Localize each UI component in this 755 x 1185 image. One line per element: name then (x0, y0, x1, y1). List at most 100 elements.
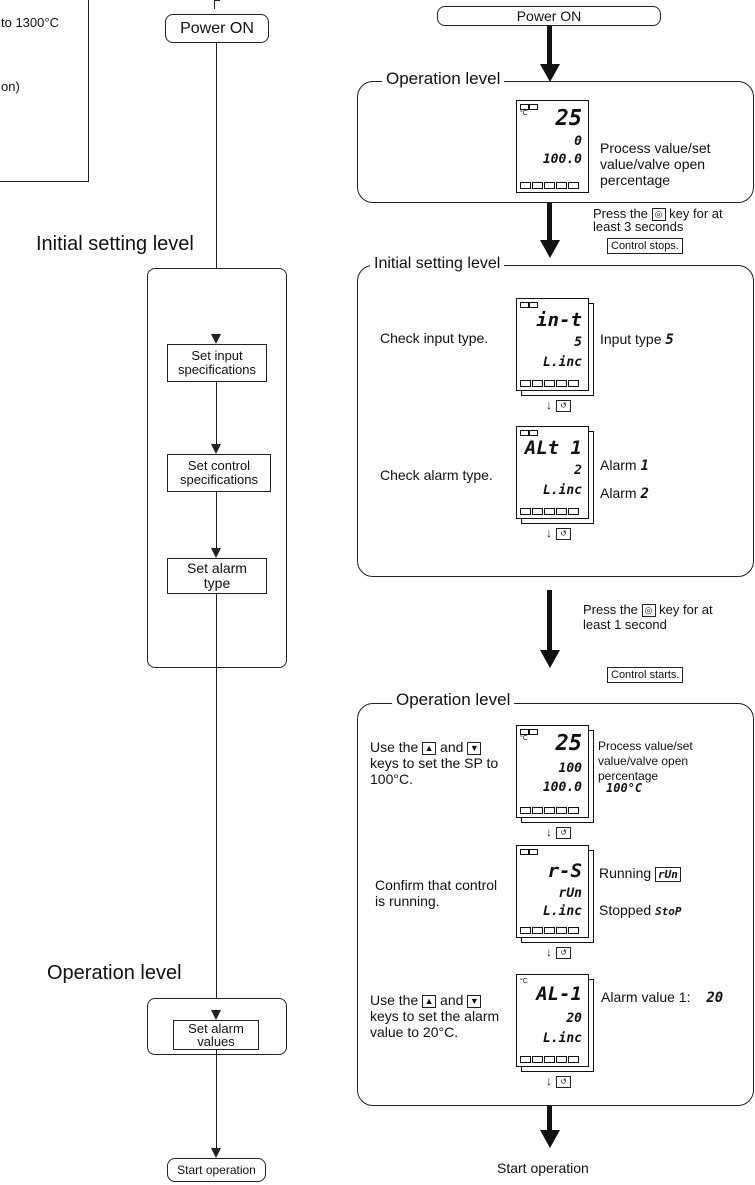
op2-s3-label: Use the ▲ and ▼ keys to set the alarm va… (370, 992, 510, 1040)
op2-s3-unit: °C (520, 978, 528, 985)
op2-s1-label-before: Use the (370, 739, 419, 755)
set-alarm-type-label: Set alarm type (187, 560, 247, 591)
is1-indicator (520, 302, 529, 308)
op1-buttons (520, 182, 579, 189)
left-flow-line-3 (216, 492, 217, 550)
op2-s2-buttons (520, 927, 579, 934)
big-arrow-1-shaft (547, 26, 552, 70)
op2-s1-label-mid: and (440, 739, 464, 755)
spec-box: to 1300°C on) (0, 0, 89, 182)
transition-1-text: Press the ◎ key for at (593, 206, 723, 222)
op1-unit: °C (520, 110, 528, 117)
operation-level-1-title: Operation level (382, 69, 505, 89)
op2-s2-lcd: r-S rUn L.inc (516, 845, 589, 938)
op2-s1-line2: 100 (558, 761, 582, 776)
op2-s1-value: 100°C (606, 781, 643, 795)
spec-line-1: to 1300°C (1, 15, 59, 30)
op2-s2-line2: rUn (558, 886, 582, 901)
op1-line2: 0 (574, 134, 582, 149)
arrow-to-set-control (211, 444, 221, 454)
control-starts-badge: Control starts. (607, 667, 684, 683)
op2-s3-label-before: Use the (370, 992, 419, 1008)
transition-1-after: least 3 seconds (593, 219, 684, 234)
left-flow-line (216, 43, 217, 337)
arrow-to-start-operation (211, 1148, 221, 1158)
is2-line1: ALt 1 (524, 437, 582, 459)
op2-s3-line1: AL-1 (536, 983, 582, 1005)
op2-s2-running-text: Running (599, 865, 652, 881)
big-arrow-1-head (540, 64, 560, 82)
down-key-icon: ▼ (467, 741, 482, 755)
top-connector (214, 0, 220, 9)
op2-s2-line3: L.inc (542, 904, 582, 919)
mode-key-icon: ↺ (556, 827, 571, 839)
op2-s3-lcd: °C AL-1 20 L.inc (516, 974, 589, 1067)
is2-right-1-value: 1 (640, 458, 649, 474)
op2-s2-stopped: Stopped StoP (599, 903, 682, 919)
up-key-icon: ▲ (422, 994, 437, 1008)
left-operation-level: Operation level (47, 962, 182, 984)
up-key-icon: ▲ (422, 741, 437, 755)
mode-key-icon: ↺ (556, 1076, 571, 1088)
is1-line2: 5 (574, 335, 582, 350)
set-control-box: Set control specifications (167, 454, 271, 492)
op2-s2-indicator (520, 849, 529, 855)
op2-s1-label: Use the ▲ and ▼ keys to set the SP to 10… (370, 739, 510, 787)
right-power-on-label: Power ON (516, 8, 582, 24)
is2-lcd: ALt 1 2 L.inc (516, 426, 589, 519)
transition-1-after-a: key for at (669, 206, 723, 221)
op2-s2-running: Running rUn (599, 866, 681, 882)
op2-s1-buttons (520, 807, 579, 814)
op1-lcd: °C 25 0 100.0 (516, 100, 589, 193)
op2-s3-desc-text: Alarm value 1: (601, 989, 691, 1005)
arrow-to-set-alarm-values (211, 1010, 221, 1020)
op1-desc: Process value/set value/valve open perce… (600, 140, 711, 188)
is2-right-2: Alarm 2 (600, 486, 649, 502)
op2-s3-label-after: keys to set the alarm value to 20°C. (370, 1008, 500, 1040)
big-arrow-4-shaft (547, 1106, 552, 1136)
big-arrow-3-shaft (547, 590, 552, 652)
is1-buttons (520, 380, 579, 387)
spec-line-2: on) (1, 79, 20, 94)
big-arrow-4-head (540, 1130, 560, 1148)
op2-s2-running-value: rUn (655, 867, 681, 882)
left-flow-line-4 (216, 594, 217, 1010)
op2-s1-unit: °C (520, 735, 528, 742)
is1-label: Check input type. (380, 330, 489, 346)
left-initial-setting-level: Initial setting level (36, 233, 194, 255)
down-key-icon: ▼ (467, 994, 482, 1008)
op2-arrow-3: ↓ (546, 1074, 552, 1088)
is1-line1: in-t (536, 309, 582, 331)
left-flow-line-2 (216, 382, 217, 446)
op2-s1-lcd: °C 25 100 100.0 (516, 725, 589, 818)
left-start-operation-box: Start operation (167, 1158, 266, 1182)
op2-s2-label: Confirm that control is running. (375, 877, 498, 909)
op2-s3-line2: 20 (566, 1011, 582, 1026)
op2-s1-indicator-2 (529, 729, 538, 735)
set-control-label: Set control specifications (179, 458, 259, 487)
mode-key-icon: ↺ (556, 528, 571, 540)
op1-indicator (520, 104, 529, 110)
op2-s3-desc: Alarm value 1: 20 (601, 990, 723, 1006)
op2-s1-label-after: keys to set the SP to 100°C. (370, 755, 499, 787)
is2-label: Check alarm type. (380, 467, 493, 483)
left-start-operation-label: Start operation (177, 1163, 256, 1177)
set-alarm-values-label: Set alarm values (188, 1021, 244, 1049)
is-arrow-1: ↓ (546, 398, 552, 412)
op1-line3: 100.0 (542, 152, 582, 167)
is1-indicator-2 (529, 302, 538, 308)
is2-indicator-2 (529, 430, 538, 436)
operation-level-2-title: Operation level (392, 690, 515, 710)
is2-line3: L.inc (542, 483, 582, 498)
left-power-on-box: Power ON (165, 14, 269, 43)
big-arrow-3-head (540, 650, 560, 668)
op2-s2-stopped-value: StoP (655, 905, 682, 918)
arrow-to-set-input (211, 334, 221, 344)
op2-s3-line3: L.inc (542, 1031, 582, 1046)
is2-right-2-text: Alarm (600, 485, 637, 501)
is1-lcd: in-t 5 L.inc (516, 298, 589, 391)
op2-s1-line1: 25 (555, 731, 583, 756)
is1-line3: L.inc (542, 355, 582, 370)
arrow-to-set-alarm-type (211, 548, 221, 558)
is2-indicator (520, 430, 529, 436)
